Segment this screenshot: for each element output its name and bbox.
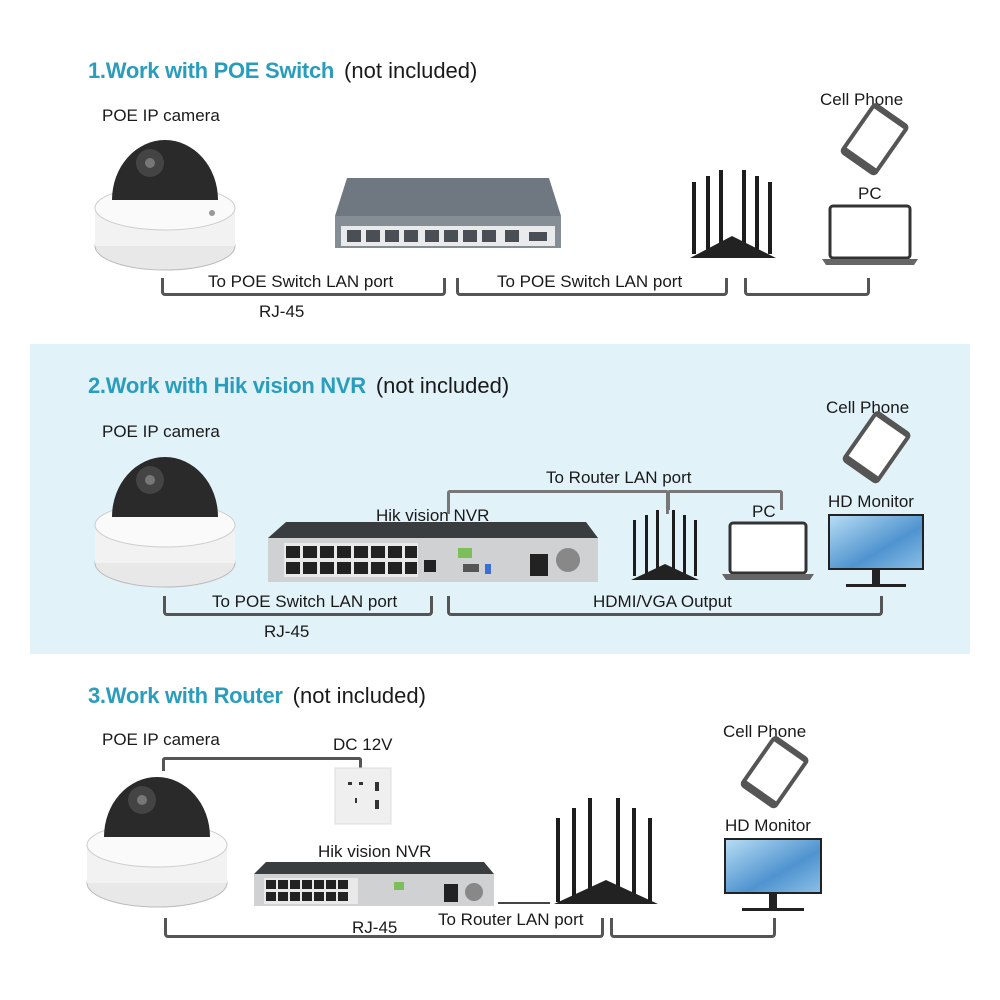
s1-bracket-camera-switch xyxy=(161,278,446,296)
s3-monitor-label: HD Monitor xyxy=(725,816,811,835)
s1-laptop-icon xyxy=(822,204,918,265)
poe-switch-icon xyxy=(335,178,561,248)
section-3-title: 3.Work with Router (not included) xyxy=(88,683,426,709)
s1-bracket-router-pc xyxy=(744,278,870,296)
s3-bracket-camera-router xyxy=(164,918,604,938)
s3-router-icon xyxy=(554,798,658,904)
s2-monitor-label: HD Monitor xyxy=(828,492,914,511)
s1-dome-camera-icon xyxy=(94,140,236,271)
s3-power-cable xyxy=(162,757,362,771)
section-2-note: (not included) xyxy=(375,373,510,398)
s1-camera-label: POE IP camera xyxy=(102,106,220,125)
section-3-heading: 3.Work with Router xyxy=(88,683,283,708)
s3-camera-label: POE IP camera xyxy=(102,730,220,749)
s2-cell-phone-icon xyxy=(842,411,911,484)
s2-pc-label: PC xyxy=(752,502,776,521)
s3-nvr-icon xyxy=(254,862,494,906)
s3-phone-label: Cell Phone xyxy=(723,722,807,741)
s3-dome-camera-icon xyxy=(86,777,228,908)
section-1-note: (not included) xyxy=(344,58,478,83)
s2-nvr-label: Hik vision NVR xyxy=(376,506,490,525)
s3-router-link-label: To Router LAN port xyxy=(438,910,584,929)
s1-cable-label: RJ-45 xyxy=(259,302,305,321)
s2-router-icon xyxy=(631,510,699,580)
s3-power-outlet-icon xyxy=(334,767,392,825)
s3-cell-phone-icon xyxy=(740,736,809,809)
s3-cable-label: RJ-45 xyxy=(352,918,398,937)
s2-hd-monitor-icon xyxy=(828,514,924,587)
section-1-heading: 1.Work with POE Switch xyxy=(88,58,335,83)
s1-cell-phone-icon xyxy=(840,103,909,176)
s1-phone-label: Cell Phone xyxy=(820,90,904,109)
s2-bracket-nvr-monitor xyxy=(447,596,883,616)
s1-bracket-switch-router xyxy=(456,278,728,296)
s1-link2-label: To POE Switch LAN port xyxy=(497,272,683,291)
section-1-title: 1.Work with POE Switch (not included) xyxy=(88,58,477,84)
s2-bracket-router-pc xyxy=(667,490,783,510)
s3-bracket-router-monitor xyxy=(610,918,776,938)
s3-power-label: DC 12V xyxy=(333,735,393,754)
s3-hd-monitor-icon xyxy=(724,838,822,911)
s2-output-label: HDMI/VGA Output xyxy=(593,592,732,611)
s2-nvr-icon xyxy=(268,522,598,582)
section-3-note: (not included) xyxy=(292,683,426,708)
s3-nvr-label: Hik vision NVR xyxy=(318,842,432,861)
s2-dome-camera-icon xyxy=(94,457,236,588)
s2-bracket-camera-nvr xyxy=(163,596,433,616)
s3-nvr-router-cable xyxy=(498,902,550,904)
s1-link1-label: To POE Switch LAN port xyxy=(208,272,394,291)
s1-router-icon xyxy=(690,170,776,258)
s2-phone-label: Cell Phone xyxy=(826,398,910,417)
s1-pc-label: PC xyxy=(858,184,882,203)
s2-laptop-icon xyxy=(722,521,814,580)
s2-link1-label: To POE Switch LAN port xyxy=(212,592,398,611)
s2-camera-label: POE IP camera xyxy=(102,422,220,441)
section-2-title: 2.Work with Hik vision NVR (not included) xyxy=(88,373,509,399)
section-2-heading: 2.Work with Hik vision NVR xyxy=(88,373,366,398)
s2-router-link-label: To Router LAN port xyxy=(546,468,692,487)
s2-cable-label: RJ-45 xyxy=(264,622,310,641)
